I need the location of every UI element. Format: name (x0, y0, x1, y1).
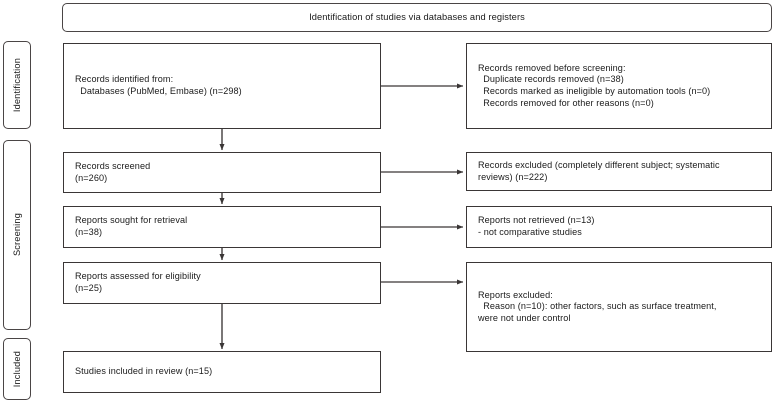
reports-not-retrieved-line-2: - not comparative studies (478, 227, 582, 237)
reports-excluded-line-2: Reason (n=10): other factors, such as su… (478, 301, 717, 312)
stage-label-identification: Identification (3, 41, 31, 129)
records-screened-line-1: Records screened (75, 160, 151, 171)
stage-label-screening: Screening (3, 140, 31, 330)
records-identified-line-2: Databases (PubMed, Embase) (n=298) (75, 86, 242, 96)
records-screened-box: Records screened (n=260) (63, 152, 381, 193)
reports-sought-line-2: (n=38) (75, 227, 103, 237)
diagram-header: Identification of studies via databases … (62, 3, 772, 32)
reports-assessed-box: Reports assessed for eligibility (n=25) (63, 262, 381, 304)
reports-sought-box: Reports sought for retrieval (n=38) (63, 206, 381, 248)
records-removed-box: Records removed before screening: Duplic… (466, 43, 772, 129)
records-identified-box: Records identified from: Databases (PubM… (63, 43, 381, 129)
records-excluded-line-2: reviews) (n=222) (478, 171, 548, 182)
records-excluded-line-1: Records excluded (completely different s… (478, 159, 720, 170)
studies-included-box: Studies included in review (n=15) (63, 351, 381, 393)
reports-excluded-box: Reports excluded: Reason (n=10): other f… (466, 262, 772, 352)
records-removed-line-3: Records marked as ineligible by automati… (478, 86, 711, 96)
records-screened-line-2: (n=260) (75, 172, 108, 183)
stage-label-screening-text: Screening (12, 213, 22, 257)
studies-included-line-1: Studies included in review (n=15) (75, 366, 213, 377)
reports-assessed-line-2: (n=25) (75, 283, 103, 293)
stage-label-included: Included (3, 338, 31, 400)
records-removed-line-4: Records removed for other reasons (n=0) (478, 97, 654, 108)
records-identified-line-1: Records identified from: (75, 74, 174, 85)
reports-excluded-line-1: Reports excluded: (478, 289, 553, 300)
header-title: Identification of studies via databases … (309, 11, 525, 22)
records-removed-line-2: Duplicate records removed (n=38) (478, 74, 624, 85)
stage-label-identification-text: Identification (12, 57, 22, 113)
reports-excluded-line-3: were not under control (478, 312, 571, 323)
stage-label-included-text: Included (12, 350, 22, 388)
reports-not-retrieved-line-1: Reports not retrieved (n=13) (478, 215, 595, 226)
records-excluded-box: Records excluded (completely different s… (466, 152, 772, 191)
reports-assessed-line-1: Reports assessed for eligibility (75, 271, 201, 282)
records-removed-line-1: Records removed before screening: (478, 62, 626, 73)
reports-not-retrieved-box: Reports not retrieved (n=13) - not compa… (466, 206, 772, 248)
reports-sought-line-1: Reports sought for retrieval (75, 215, 188, 226)
